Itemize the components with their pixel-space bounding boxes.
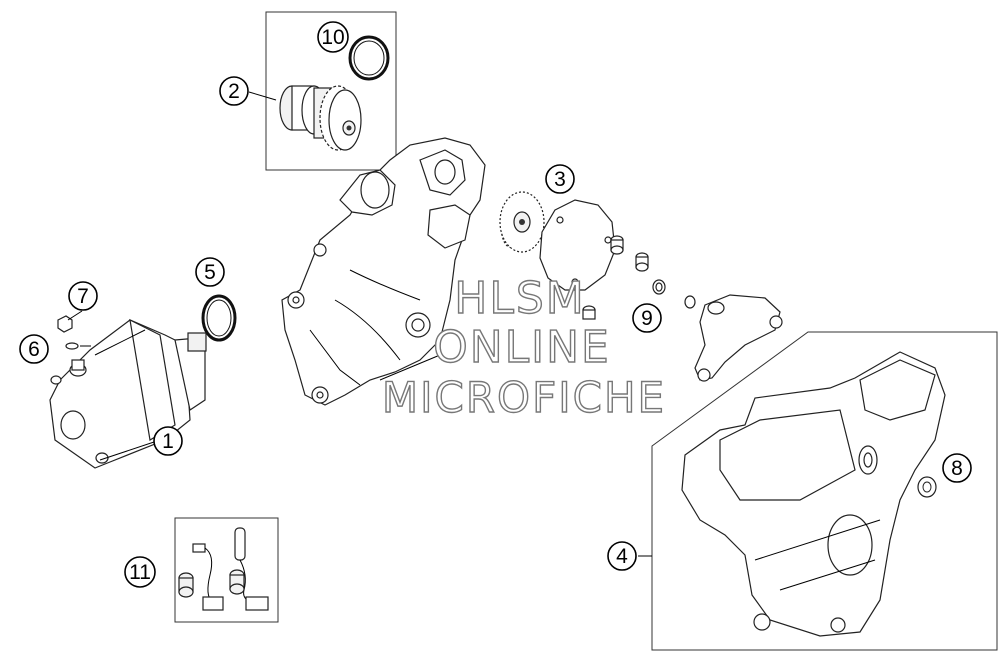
ignition-cover-part: [681, 351, 946, 637]
callout-6-label: 6: [28, 338, 40, 361]
callout-9-label: 9: [641, 307, 653, 330]
watermark-line-3: MICROFICHE: [382, 373, 666, 422]
carbon-brush-group-frame: [174, 517, 279, 623]
callout-1-label: 1: [162, 430, 174, 453]
callout-4-label: 4: [616, 545, 628, 568]
callout-4: 4: [607, 541, 637, 571]
callout-7: 7: [68, 281, 98, 311]
watermark-line-1: HLSM: [454, 273, 586, 324]
callout-2-label: 2: [228, 80, 240, 103]
callout-3: 3: [545, 164, 575, 194]
callout-10: 10: [317, 21, 349, 53]
crankcase-housing-part: [281, 137, 486, 406]
washer-part: [65, 342, 79, 350]
callout-10-label: 10: [321, 26, 344, 49]
callout-7-label: 7: [77, 285, 89, 308]
watermark-line-2: ONLINE: [433, 322, 611, 373]
callout-1: 1: [153, 426, 183, 456]
dowel-pin-part: [582, 235, 649, 320]
starter-drive-group-frame: [265, 11, 397, 171]
callout-5: 5: [195, 257, 225, 287]
carbon-brush-set-part: [178, 527, 269, 611]
o-ring-part: [348, 35, 390, 81]
watermark: HLSM ONLINE MICROFICHE: [381, 272, 666, 422]
intermediate-gear-part: [499, 191, 545, 253]
callout-6: 6: [19, 334, 49, 364]
water-pump-cover-part: [652, 279, 783, 382]
callout-8: 8: [942, 453, 972, 483]
callout-8-label: 8: [951, 457, 963, 480]
callout-3-label: 3: [554, 168, 566, 191]
callout-2: 2: [219, 76, 249, 106]
callout-11: 11: [124, 556, 156, 588]
starter-idler-gear-part: [279, 85, 362, 151]
callout-11-label: 11: [129, 561, 151, 584]
callout-9: 9: [632, 303, 662, 333]
callout-5-label: 5: [204, 261, 216, 284]
starter-o-ring-part: [201, 294, 237, 342]
starter-motor-part: [49, 318, 207, 469]
ignition-cover-group-frame: [651, 331, 998, 651]
